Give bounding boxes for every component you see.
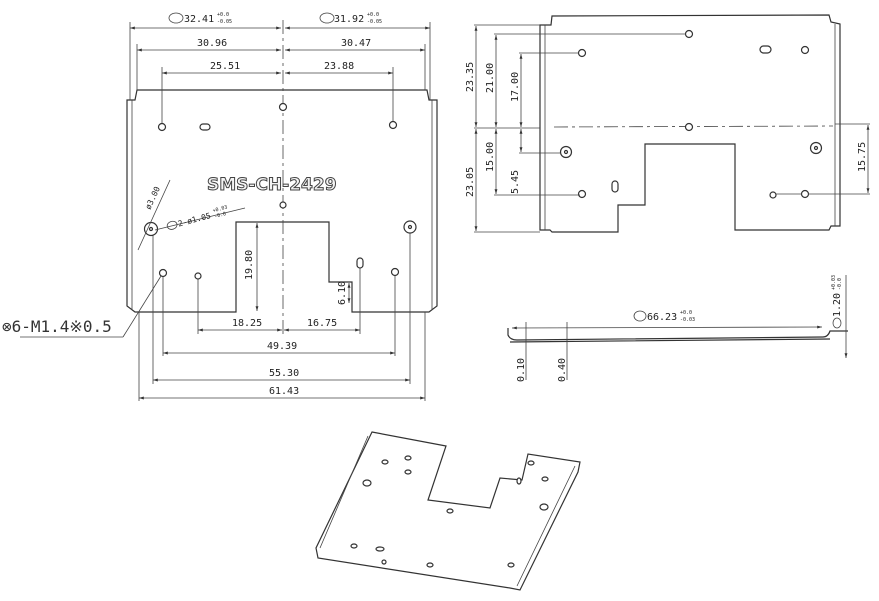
tol-plus: +0.03 [831, 275, 837, 290]
dim-5-45: 5.45 [510, 170, 521, 194]
dim-25-51: 25.51 [210, 61, 240, 72]
tol-minus: -0.05 [217, 19, 232, 25]
top-holes [559, 29, 823, 199]
dim-0-40: 0.40 [557, 358, 568, 382]
extension-lines [129, 22, 431, 401]
dim-dia-3-00: ø3.00 [144, 185, 162, 211]
dim-66-23: 66.23 [647, 312, 677, 323]
dim-32-41: 32.41 [184, 14, 214, 25]
front-holes [143, 102, 417, 280]
iso-plate-outline [315, 431, 581, 591]
dim-15-00: 15.00 [485, 142, 496, 172]
dim-55-30: 55.30 [269, 368, 299, 379]
thread-callout: ⊗6-M1.4※0.5 [2, 317, 112, 336]
dim-23-88: 23.88 [324, 61, 354, 72]
dim-61-43: 61.43 [269, 386, 299, 397]
qc-symbol [319, 12, 335, 24]
tol-minus: -0.0 [837, 278, 843, 290]
dimension-lines-bottom [139, 328, 425, 400]
qc-symbol [633, 310, 647, 322]
pin-hole-callout: 2-ø1.05 +0.03 -0.0 [166, 205, 228, 230]
thread-leader-line [122, 275, 162, 338]
iso-flange-lines [319, 435, 576, 587]
front-view: 32.41 +0.0 -0.05 31.92 +0.0 -0.05 30.96 … [2, 12, 438, 401]
tol-minus: -0.0 [214, 211, 227, 220]
dim-0-10: 0.10 [516, 358, 527, 382]
dim-16-75: 16.75 [307, 318, 337, 329]
side-view: 66.23 +0.0 -0.03 1.20 +0.03 -0.0 0.10 0.… [507, 275, 848, 382]
height-callout: 1.20 +0.03 -0.0 [831, 275, 843, 329]
dimension-lines-top [130, 26, 430, 75]
tol-minus: -0.05 [367, 19, 382, 25]
dim-49-39: 49.39 [267, 341, 297, 352]
dim-6-10: 6.10 [337, 281, 348, 305]
side-profile [507, 328, 848, 343]
qc-symbol [168, 12, 184, 24]
tol-plus: +0.03 [212, 205, 228, 215]
extension-lines [474, 24, 870, 233]
dimension-lines-left [474, 26, 870, 231]
part-number-label: SMS-CH-2429 [207, 175, 337, 195]
isometric-view [315, 431, 581, 591]
tol-plus: +0.0 [217, 12, 229, 18]
dim-23-35: 23.35 [465, 62, 476, 92]
top-view: 23.35 23.05 21.00 15.00 17.00 5.45 15.75 [465, 14, 870, 233]
iso-holes [350, 455, 549, 568]
dim-1-20: 1.20 [832, 293, 843, 317]
dim-23-05: 23.05 [465, 167, 476, 197]
pin-hole-label: 2-ø1.05 [177, 211, 212, 228]
tol-plus: +0.0 [367, 12, 379, 18]
top-centerline [553, 125, 834, 128]
leader-line [137, 179, 171, 251]
front-plate-outline [126, 89, 438, 313]
dim-18-25: 18.25 [232, 318, 262, 329]
dim-line [511, 325, 823, 330]
dim-30-96: 30.96 [197, 38, 227, 49]
leader-line [154, 207, 246, 231]
dim-19-80: 19.80 [244, 250, 255, 280]
dim-30-47: 30.47 [341, 38, 371, 49]
dim-17-00: 17.00 [510, 72, 521, 102]
tol-minus: -0.03 [680, 317, 695, 323]
dim-31-92: 31.92 [334, 14, 364, 25]
dim-21-00: 21.00 [485, 63, 496, 93]
top-plate-outline [539, 14, 841, 233]
dim-15-75: 15.75 [857, 142, 868, 172]
tol-plus: +0.0 [680, 310, 692, 316]
